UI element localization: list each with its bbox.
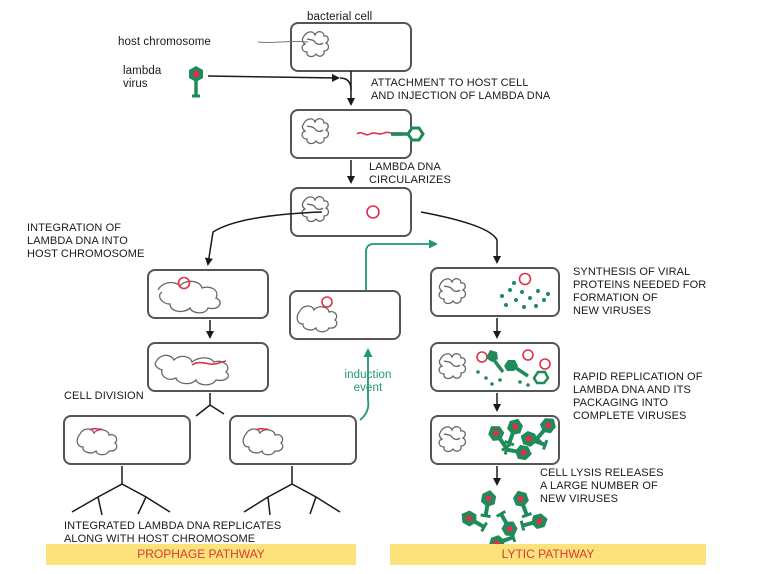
- prophage-pathway-banner: PROPHAGE PATHWAY: [46, 544, 356, 565]
- induction-path: [359, 239, 438, 421]
- lambda-virus-icon: [189, 66, 203, 98]
- label-bacterial-cell: bacterial cell: [307, 11, 373, 23]
- label-lambda-virus: lambda virus: [123, 65, 162, 90]
- lytic-pathway-banner: LYTIC PATHWAY: [390, 544, 706, 565]
- label-integrated-replicates: INTEGRATED LAMBDA DNA REPLICATES ALONG W…: [64, 520, 282, 545]
- cell-induced: [289, 290, 401, 340]
- cell-circularized: [290, 187, 412, 237]
- label-host-chromosome: host chromosome: [118, 36, 211, 48]
- label-replication: RAPID REPLICATION OF LAMBDA DNA AND ITS …: [573, 371, 703, 422]
- cell-replication: [430, 342, 560, 392]
- cell-prophage: [147, 342, 269, 392]
- cell-integrated: [147, 269, 269, 319]
- label-induction-event: induction event: [344, 369, 392, 394]
- label-circularizes: LAMBDA DNA CIRCULARIZES: [369, 161, 451, 186]
- label-attachment: ATTACHMENT TO HOST CELL AND INJECTION OF…: [371, 77, 551, 102]
- cell-injected: [290, 109, 425, 159]
- label-cell-division: CELL DIVISION: [64, 390, 144, 402]
- label-integration: INTEGRATION OF LAMBDA DNA INTO HOST CHRO…: [27, 222, 145, 260]
- label-lysis: CELL LYSIS RELEASES A LARGE NUMBER OF NE…: [540, 467, 664, 505]
- cell-initial: [290, 22, 412, 72]
- cell-daughter-right: [229, 415, 357, 465]
- cell-daughter-left: [63, 415, 191, 465]
- flow-arrows: [71, 40, 501, 516]
- cell-synthesis: [430, 267, 560, 317]
- cell-packaged: [430, 412, 562, 465]
- label-synthesis: SYNTHESIS OF VIRAL PROTEINS NEEDED FOR F…: [573, 266, 707, 317]
